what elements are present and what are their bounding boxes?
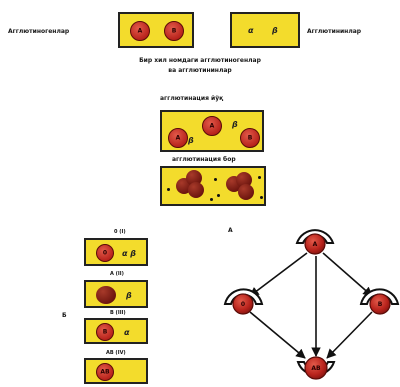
red-cell-a: А — [130, 21, 150, 41]
glyph-beta: β — [188, 136, 194, 145]
agglutination-title: агглютинация бор — [172, 156, 236, 163]
group-ab-slide: АВ — [84, 358, 148, 384]
caption-line-1: Бир хил номдаги агглютиногенлар — [139, 57, 261, 64]
agglutinins-label: Агглютининлар — [307, 28, 362, 35]
glyph-alpha: α — [248, 26, 254, 35]
agglutination-panel — [160, 166, 266, 206]
red-cell-0: 0 — [96, 244, 114, 262]
glyph-beta: β — [126, 291, 132, 300]
node-left — [232, 293, 254, 315]
agglutinins-panel: α β — [230, 12, 300, 48]
agglutinate-clump — [188, 182, 204, 198]
node-right-label: В — [378, 301, 383, 308]
marker-b: Б — [62, 312, 67, 319]
red-cell-ab: АВ — [96, 363, 114, 381]
group-label: А (II) — [110, 271, 124, 277]
no-agglutination-panel: А А В β β — [160, 110, 264, 152]
red-cell-a: А — [168, 128, 188, 148]
agglutinogens-label: Агглютиногенлар — [8, 28, 70, 35]
red-cell-a: А — [202, 116, 222, 136]
node-bottom — [304, 356, 328, 380]
node-top-label: А — [313, 241, 318, 248]
no-agglutination-title: агглютинация йўқ — [160, 95, 224, 102]
group-a-slide: β — [84, 280, 148, 308]
edge-top-left — [249, 252, 308, 297]
node-bottom-label: АВ — [311, 365, 321, 372]
marker-a: А — [228, 227, 233, 234]
red-cell-a — [96, 286, 116, 304]
agglutinogens-panel: А В — [118, 12, 194, 48]
edge-right-bottom — [326, 311, 373, 359]
glyph-beta: β — [232, 120, 238, 129]
agglutinate-clump — [238, 184, 254, 200]
group-0-slide: 0 α β — [84, 238, 148, 266]
node-left-label: 0 — [241, 301, 245, 308]
glyph-alpha: α — [124, 328, 130, 337]
glyph-alpha-beta: α β — [122, 249, 137, 258]
group-b-slide: В α — [84, 318, 148, 344]
group-label: 0 (I) — [114, 229, 126, 235]
edge-left-bottom — [249, 311, 306, 359]
glyph-beta: β — [272, 26, 278, 35]
node-right — [369, 293, 391, 315]
red-cell-b: В — [164, 21, 184, 41]
node-top — [304, 233, 326, 255]
caption-line-2: ва агглютининлар — [168, 67, 232, 74]
group-label: В (III) — [110, 310, 126, 316]
red-cell-b: В — [240, 128, 260, 148]
edge-top-right — [322, 252, 373, 297]
diagram-edges — [249, 252, 373, 359]
group-label: АВ (IV) — [106, 350, 126, 356]
red-cell-b: В — [96, 323, 114, 341]
